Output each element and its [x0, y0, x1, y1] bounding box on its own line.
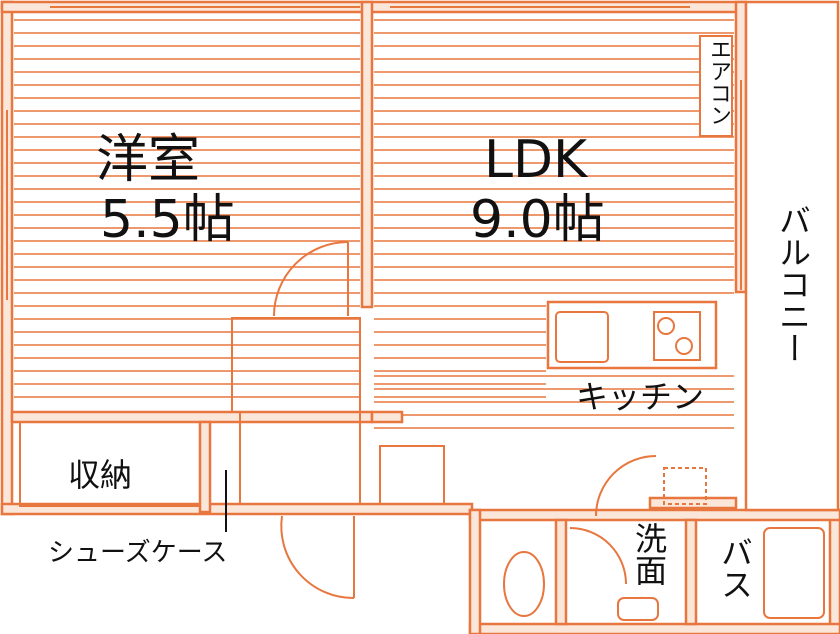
laundry-pan [663, 467, 707, 505]
wall-storage-top [10, 410, 374, 424]
toilet [503, 551, 545, 617]
wall-storage-right [198, 420, 212, 514]
wall-east-lower [828, 508, 840, 634]
storage [19, 421, 201, 507]
bathtub [763, 527, 825, 619]
hallway [239, 411, 361, 505]
washer-space [379, 445, 445, 505]
storage-label: 収納 [68, 456, 133, 494]
kitchen-label: キッチン [576, 378, 705, 416]
doors [273, 241, 657, 600]
shoe-case-label: シューズケース [48, 538, 228, 568]
wall-toilet [554, 518, 568, 626]
wall-south-bath [468, 508, 840, 522]
wall-bath [684, 518, 698, 626]
room-western-size: 5.5帖 [100, 190, 235, 250]
wash-basin [617, 597, 659, 621]
wall-bath-left [468, 508, 482, 634]
washroom-label: 洗面 [630, 522, 668, 586]
wall-bottom [468, 622, 840, 634]
stove [653, 311, 701, 361]
room-western-name: 洋室 [96, 130, 201, 190]
bath-label: バス [716, 536, 754, 600]
aircon-label: エアコン [706, 38, 731, 126]
wall-ldk-stub [370, 410, 404, 424]
sink [555, 311, 609, 363]
floor-hatching [14, 19, 734, 429]
balcony [744, 0, 840, 512]
room-ldk-size: 9.0帖 [470, 190, 605, 250]
balcony-label: バルコニー [774, 204, 812, 364]
windows [6, 6, 742, 300]
room-ldk-name: LDK [484, 130, 588, 190]
aircon-box [699, 35, 733, 137]
wall-partition [360, 0, 374, 309]
